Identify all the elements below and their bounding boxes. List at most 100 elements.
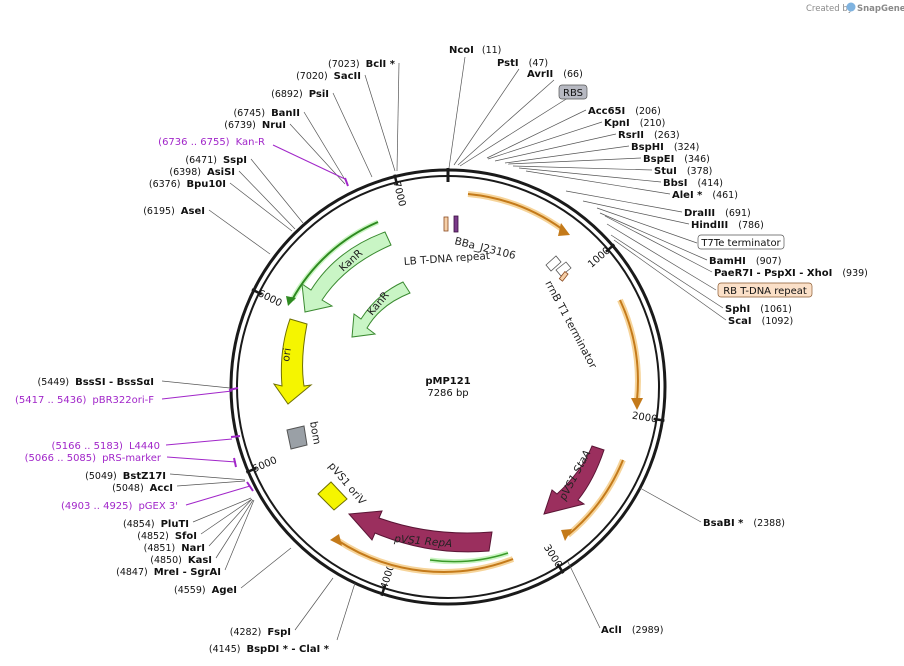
site-bstz17i-pos: (5049): [85, 471, 117, 482]
svg-text:(7020)SacII: (7020)SacII: [296, 71, 361, 82]
site-bamhi-pos: (907): [756, 256, 782, 267]
site-nrui-pos: (6739): [224, 120, 256, 131]
boxed-feature-labels: RBS T7Te terminator RB T-DNA repeat: [558, 84, 813, 298]
site-bsssi-name: BssSI - BssSαI: [75, 377, 154, 388]
site-bamhi-name: BamHI: [709, 256, 746, 267]
tick-label: 6000: [256, 288, 284, 309]
site-bbsi-pos: (414): [697, 178, 723, 189]
svg-text:PstI(47): PstI(47): [497, 58, 548, 69]
site-bpu10i-pos: (6376): [149, 179, 181, 190]
misc-arc-4-head: [330, 534, 342, 546]
misc-arc-2-head: [631, 398, 643, 410]
site-bspdi-pos: (4145): [209, 644, 241, 655]
svg-text:(5048)AccI: (5048)AccI: [112, 483, 173, 494]
t7te-label: T7Te terminator: [700, 238, 781, 249]
t7te-box: [697, 234, 785, 250]
site-mrei-name: MreI - SgrAI: [154, 567, 221, 578]
kanr-outer-feature[interactable]: [301, 231, 392, 313]
site-bcli-pos: (7023): [328, 59, 360, 70]
site-bpu10i-name: Bpu10I: [186, 179, 226, 190]
site-banii-pos: (6745): [233, 108, 265, 119]
credit-prefix: Created by: [806, 4, 853, 14]
tick-mark: [251, 288, 263, 296]
pvs1-staa-feature[interactable]: [543, 445, 605, 515]
plasmid-name: pMP121: [425, 376, 470, 387]
svg-text:HindIII(786): HindIII(786): [691, 220, 764, 231]
svg-text:(5417 .. 5436)pBR322ori-F: (5417 .. 5436)pBR322ori-F: [15, 395, 154, 406]
primer-labels: (6736 .. 6755)Kan-R (5417 .. 5436)pBR322…: [15, 137, 349, 512]
ori-label: ori: [280, 347, 294, 362]
rrnb-marker-1[interactable]: [545, 255, 562, 272]
site-bbsi-name: BbsI: [663, 178, 687, 189]
svg-text:(6195)AseI: (6195)AseI: [143, 206, 205, 217]
kanr-inner-feature[interactable]: [351, 281, 411, 338]
rrnb-marker-2[interactable]: [555, 261, 572, 277]
svg-text:BsaBI *(2388): BsaBI *(2388): [703, 518, 785, 529]
lb-label: LB T-DNA repeat: [403, 250, 490, 268]
svg-text:KpnI(210): KpnI(210): [604, 118, 665, 129]
site-bspdi-name: BspDI * - ClaI *: [246, 644, 329, 655]
pvs1-oriv-feature[interactable]: [317, 481, 348, 511]
site-pluti-name: PluTI: [161, 519, 189, 530]
ori-feature[interactable]: [272, 318, 313, 405]
site-ncoi-pos: (11): [482, 45, 502, 56]
primer-l4440-mark: [230, 435, 241, 438]
rb-tdna-box: [717, 282, 813, 298]
pvs1-repa-label: pVS1 RepA: [393, 533, 453, 550]
primer-l4440-name: L4440: [129, 441, 160, 452]
tick-label: 5000: [251, 455, 279, 475]
site-ncoi-name: NcoI: [449, 45, 474, 56]
primer-pbr322-range: (5417 .. 5436): [15, 395, 87, 406]
credit-brand: SnapGene: [857, 4, 904, 14]
site-kpni-name: KpnI: [604, 118, 630, 129]
svg-text:(5049)BstZ17I: (5049)BstZ17I: [85, 471, 166, 482]
site-stui-pos: (378): [687, 166, 713, 177]
svg-text:AclI(2989): AclI(2989): [601, 625, 663, 636]
svg-text:(5449)BssSI - BssSαI: (5449) BssSI - BssSαI: [38, 377, 154, 388]
site-kasi-name: KasI: [188, 555, 212, 566]
site-psti-name: PstI: [497, 58, 519, 69]
site-psii-name: PsiI: [309, 89, 329, 100]
svg-text:BamHI(907): BamHI (907): [709, 256, 781, 267]
svg-text:(4145)BspDI * - ClaI *: (4145) BspDI * - ClaI *: [209, 644, 330, 655]
kan-outer-head: [286, 296, 296, 306]
tick-mark: [380, 584, 387, 597]
svg-text:AleI *(461): AleI *(461): [672, 190, 738, 201]
site-paer7i-name: PaeR7I - PspXI - XhoI: [714, 268, 832, 279]
primer-prs-name: pRS-marker: [102, 453, 162, 464]
lb-tdna-marker[interactable]: [443, 216, 449, 232]
svg-text:(6471)SspI: (6471)SspI: [185, 155, 247, 166]
site-asei-pos: (6195): [143, 206, 175, 217]
site-fspi-pos: (4282): [230, 627, 262, 638]
tick-mark: [605, 243, 616, 253]
tick-mark: [556, 563, 565, 574]
rrnb-label: rrnB T1 terminator: [542, 279, 599, 371]
site-bsssi-pos: (5449): [38, 377, 70, 388]
site-stui-name: StuI: [654, 166, 677, 177]
svg-text:(6398)AsiSI: (6398)AsiSI: [169, 167, 235, 178]
svg-text:ScaI(1092): ScaI(1092): [728, 316, 793, 327]
pvs1-repa-feature[interactable]: [347, 510, 493, 553]
site-sfoi-name: SfoI: [175, 531, 197, 542]
primer-kanr-mark: [344, 177, 349, 187]
bom-feature[interactable]: [286, 425, 308, 450]
rb-tdna-marker[interactable]: [558, 271, 569, 282]
primer-pgex-mark: [246, 481, 254, 492]
misc-arc-3-line: [567, 459, 624, 536]
site-bsabi-pos: (2388): [753, 518, 785, 529]
rbs-box: [558, 84, 588, 100]
svg-text:SphI(1061): SphI(1061): [725, 304, 792, 315]
bom-label: bom: [307, 420, 323, 445]
site-bsphi-pos: (324): [674, 142, 700, 153]
svg-text:BbsI(414): BbsI (414): [663, 178, 723, 189]
site-bspei-pos: (346): [684, 154, 710, 165]
svg-text:StuI(378): StuI (378): [654, 166, 712, 177]
tick-label: 1000: [586, 245, 612, 270]
site-sspi-pos: (6471): [185, 155, 217, 166]
site-nari-name: NarI: [181, 543, 205, 554]
primer-pbr322-mark: [228, 387, 239, 391]
site-acli-name: AclI: [601, 625, 622, 636]
bba-j23106-marker[interactable]: [453, 215, 459, 233]
svg-text:(6736 .. 6755)Kan-R: (6736 .. 6755)Kan-R: [158, 137, 265, 148]
